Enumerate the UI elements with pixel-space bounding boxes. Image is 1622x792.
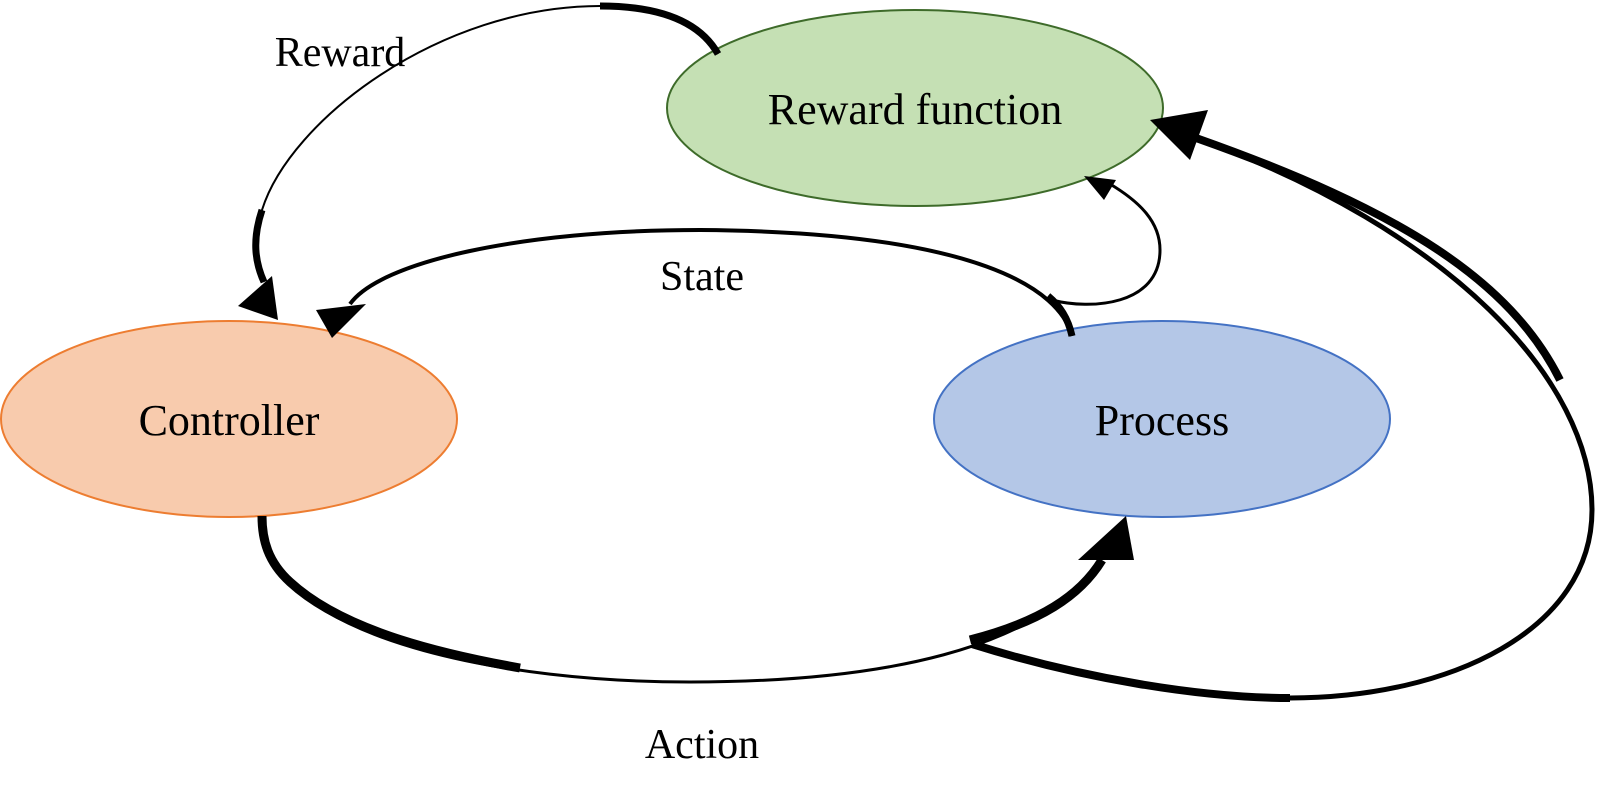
edge-state-to-reward-line [1051,182,1162,306]
controller-shape [0,320,458,518]
process-shape [933,320,1391,518]
edge-action-to-reward-line-thick [970,640,1291,702]
edge-action-to-reward-line-thick-end [1194,134,1564,382]
edge-action-to-reward-arrowhead [1150,110,1208,160]
edge-action-to-reward [970,110,1595,702]
reward-function-label: Reward function [768,85,1062,134]
reward-function-shape [666,9,1164,207]
edge-state: State [316,228,1076,338]
controller-label: Controller [139,396,320,445]
edge-state-arrowhead [316,304,366,338]
edge-reward-arrowhead [238,276,278,320]
node-reward-function: Reward function [666,9,1164,207]
edge-reward-line-thick [599,2,722,56]
edge-action-label: Action [645,722,759,768]
edge-action-line-thick-end [968,557,1106,645]
edge-reward: Reward [238,2,722,320]
edge-action-line [260,515,1102,684]
node-controller: Controller [0,320,458,518]
edge-state-to-reward-arrowhead [1084,176,1116,200]
edge-state-to-reward [1051,176,1162,306]
edge-action-line-thick-start [257,515,521,673]
edge-state-line-thick [1045,293,1076,337]
edge-state-line [348,228,1074,337]
edge-reward-line-thick-end [252,208,268,284]
edge-state-label: State [660,254,744,300]
node-process: Process [933,320,1391,518]
edge-action-arrowhead [1078,516,1134,560]
edge-reward-label: Reward [275,30,406,76]
edge-action: Action [257,515,1134,768]
process-label: Process [1095,396,1229,445]
